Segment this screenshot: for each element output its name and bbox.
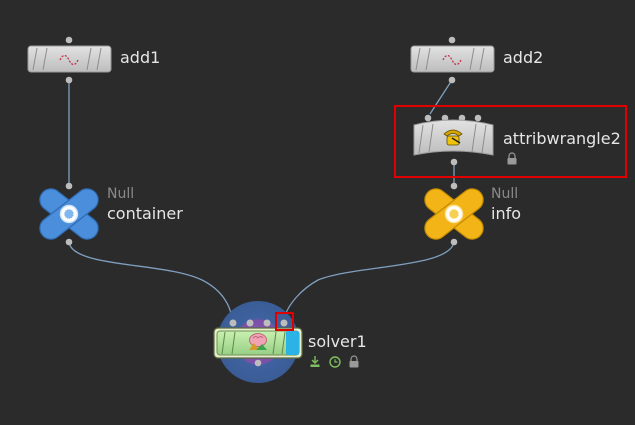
add-sop-icon	[59, 54, 79, 66]
wires	[68, 79, 455, 319]
node-body-stripes	[418, 123, 487, 154]
add-sop-icon	[442, 54, 462, 66]
input-connector-3[interactable]	[458, 114, 466, 122]
input-connector-1[interactable]	[424, 114, 432, 122]
node-attribwrangle2[interactable]	[413, 114, 517, 166]
node-label-attribwrangle2: attribwrangle2	[503, 129, 621, 148]
node-type-info: Null	[491, 186, 519, 202]
node-label-container: container	[107, 204, 183, 223]
selection-highlight-solver-input-4	[275, 312, 294, 331]
output-connector[interactable]	[254, 359, 262, 367]
node-label-add2: add2	[503, 48, 544, 67]
input-connector-4[interactable]	[474, 114, 482, 122]
output-connector[interactable]	[450, 238, 458, 246]
wire-container-to-solver1	[68, 241, 233, 319]
node-label-info: info	[491, 204, 522, 223]
node-add2[interactable]	[410, 36, 495, 84]
node-body-stripes	[415, 47, 485, 71]
input-connector[interactable]	[65, 182, 73, 190]
input-connector-4[interactable]	[280, 319, 288, 327]
node-label-add1: add1	[120, 48, 161, 67]
output-connector[interactable]	[65, 76, 73, 84]
input-connector-2[interactable]	[246, 319, 254, 327]
wire-info-to-solver1	[283, 241, 455, 319]
input-connector[interactable]	[450, 182, 458, 190]
solver-brain-icon	[249, 333, 267, 350]
input-connector[interactable]	[448, 36, 456, 44]
lock-icon[interactable]	[507, 152, 517, 165]
input-connector-3[interactable]	[263, 319, 271, 327]
selection-highlight-attribwrangle2	[394, 105, 627, 178]
output-connector[interactable]	[65, 238, 73, 246]
output-connector[interactable]	[448, 76, 456, 84]
wire-add2-to-attribwrangle2	[429, 79, 453, 115]
node-body-stripes	[221, 331, 286, 355]
node-type-container: Null	[107, 186, 135, 202]
clock-icon[interactable]	[329, 356, 341, 368]
output-connector[interactable]	[65, 36, 73, 44]
wrangle-cowboy-icon	[443, 129, 463, 146]
lock-icon[interactable]	[349, 355, 359, 368]
node-info[interactable]	[420, 182, 487, 246]
output-connector[interactable]	[450, 158, 458, 166]
node-solver1[interactable]	[213, 301, 359, 383]
node-body-stripes	[32, 47, 102, 71]
display-flag[interactable]	[286, 331, 299, 355]
download-icon[interactable]	[310, 356, 320, 367]
node-add1[interactable]	[27, 36, 112, 84]
input-connector-1[interactable]	[229, 319, 237, 327]
node-container[interactable]	[35, 182, 102, 246]
node-label-solver1: solver1	[308, 332, 367, 351]
